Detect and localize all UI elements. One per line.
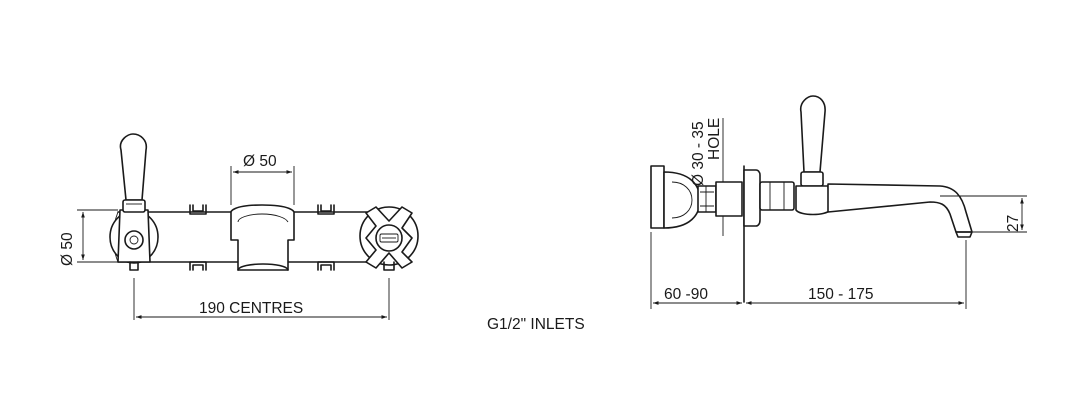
inlets-note: G1/2" INLETS [487, 316, 585, 333]
centres-label: 190 CENTRES [199, 300, 303, 317]
side-view: Ø 30 - 35 HOLE 27 60 -90 150 - 175 [650, 95, 1027, 309]
side-spout-arm [827, 183, 973, 238]
in-wall-body [650, 165, 743, 229]
dimension-handle-diameter: Ø 50 [59, 209, 118, 266]
hole-label: HOLE [706, 118, 723, 160]
clip-right [317, 204, 335, 271]
crosshead-handle-cold [359, 206, 419, 271]
wall-depth-label: 60 -90 [664, 286, 708, 303]
spout-outlet [230, 204, 295, 271]
spout-diameter-label: Ø 50 [243, 153, 277, 170]
dimension-centres: 190 CENTRES [133, 278, 390, 320]
hole-diameter-label: Ø 30 - 35 [690, 121, 707, 186]
handle-diameter-label: Ø 50 [59, 232, 76, 266]
dimension-depths: 60 -90 150 - 175 [650, 232, 967, 309]
dimension-spout-diameter: Ø 50 [230, 153, 295, 205]
side-lever-handle [795, 95, 831, 216]
dimension-hole: Ø 30 - 35 HOLE [690, 118, 724, 236]
spout-reach-label: 150 - 175 [808, 286, 874, 303]
lever-handle-hot [109, 133, 159, 271]
front-view: Ø 50 Ø 50 190 CENTRES [59, 133, 419, 320]
cold-badge-icon [379, 233, 399, 243]
spout-height-label: 27 [1005, 215, 1022, 232]
dimension-spout-height: 27 [940, 195, 1027, 233]
clip-left [189, 204, 207, 271]
flange [743, 169, 795, 227]
